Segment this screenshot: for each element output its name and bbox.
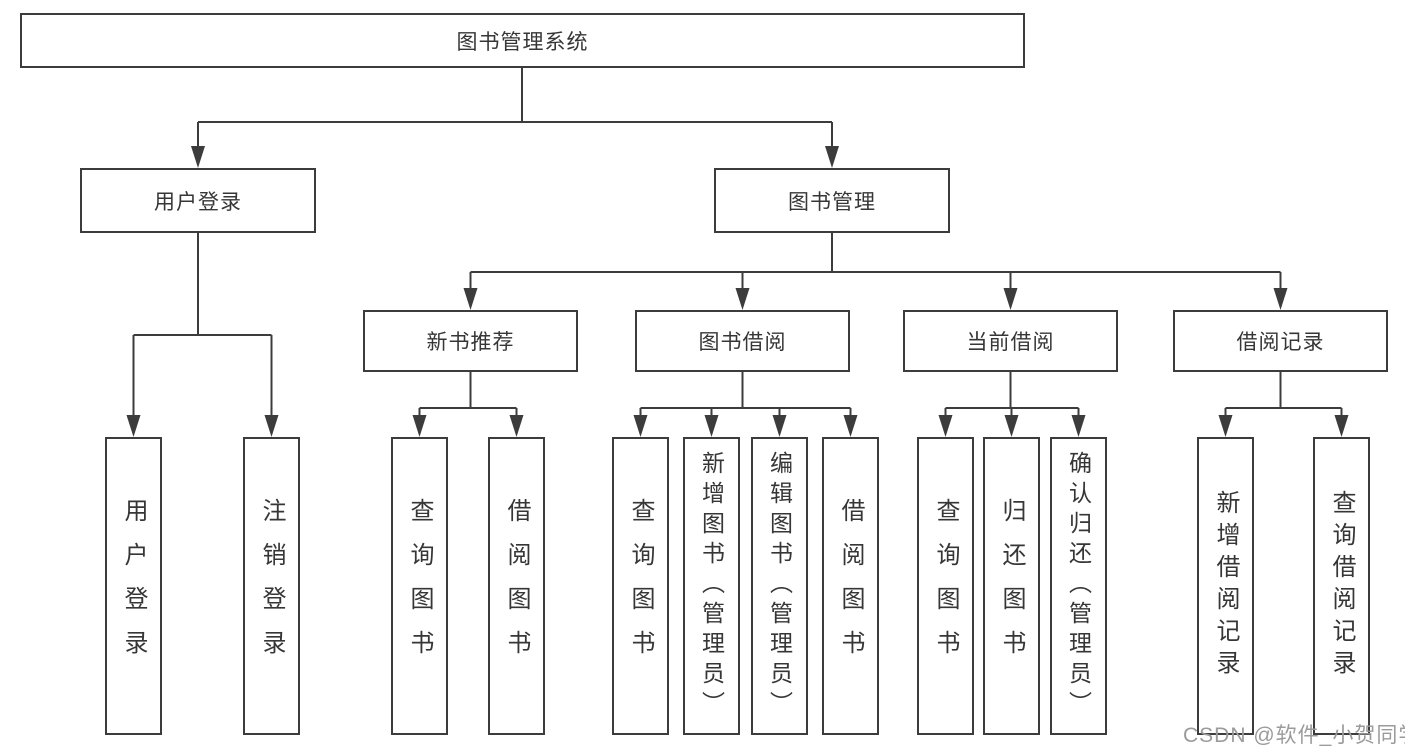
connector-book-borrowing-children [633, 372, 858, 437]
arrow-down-icon [1004, 415, 1019, 437]
arrow-down-icon [825, 146, 839, 168]
leaf-confirm-return-admin: 确认归还（管理员） [1050, 437, 1107, 735]
leaf-borrow-books-recommend: 借阅图书 [488, 437, 545, 735]
node-user-login: 用户登录 [80, 168, 316, 233]
arrow-down-icon [509, 415, 524, 437]
arrow-down-icon [1218, 415, 1233, 437]
arrow-down-icon [264, 415, 279, 437]
arrow-down-icon [1003, 288, 1018, 310]
node-borrowing-records: 借阅记录 [1173, 310, 1388, 372]
node-current-borrowing: 当前借阅 [903, 310, 1118, 372]
leaf-query-borrow-record: 查询借阅记录 [1313, 437, 1370, 735]
node-book-management: 图书管理 [714, 168, 950, 233]
leaf-return-books: 归还图书 [983, 437, 1040, 735]
arrow-down-icon [735, 288, 750, 310]
leaf-logout-login: 注销登录 [243, 437, 300, 735]
arrow-down-icon [633, 415, 648, 437]
watermark: CSDN @软件_小贺同学 [1183, 724, 1405, 747]
arrow-down-icon [704, 415, 719, 437]
node-new-book-recommend: 新书推荐 [363, 310, 578, 372]
arrow-down-icon [938, 415, 953, 437]
arrow-down-icon [1334, 415, 1349, 437]
arrow-down-icon [1273, 288, 1288, 310]
arrow-down-icon [772, 415, 787, 437]
leaf-edit-book-admin: 编辑图书（管理员） [751, 437, 808, 735]
leaf-borrow-books-borrowing: 借阅图书 [822, 437, 879, 735]
connector-book-management-children [463, 233, 1288, 310]
connector-current-borrowing-children [938, 372, 1086, 437]
arrow-down-icon [191, 146, 205, 168]
leaf-add-borrow-record: 新增借阅记录 [1197, 437, 1254, 735]
arrow-down-icon [1071, 415, 1086, 437]
arrow-down-icon [843, 415, 858, 437]
leaf-user-login: 用户登录 [105, 437, 162, 735]
leaf-add-book-admin: 新增图书（管理员） [683, 437, 740, 735]
connector-new-book-recommend-children [412, 372, 524, 437]
arrow-down-icon [126, 415, 141, 437]
node-library-management-system: 图书管理系统 [20, 13, 1025, 68]
arrow-down-icon [412, 415, 427, 437]
connector-borrowing-records-children [1218, 372, 1349, 437]
connector-user-login-children [126, 233, 279, 437]
connector-root-to-level2 [191, 68, 839, 168]
arrow-down-icon [463, 288, 478, 310]
node-book-borrowing: 图书借阅 [635, 310, 850, 372]
leaf-query-books-current: 查询图书 [917, 437, 974, 735]
leaf-query-books-borrowing: 查询图书 [612, 437, 669, 735]
leaf-query-books-recommend: 查询图书 [391, 437, 448, 735]
